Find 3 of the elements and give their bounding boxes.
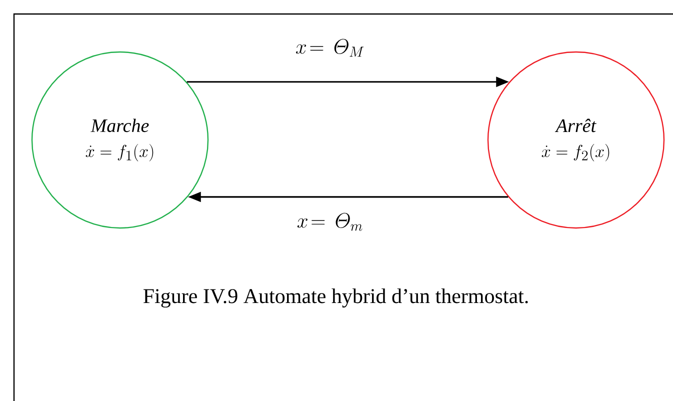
- edge-label: $x\!=\, \mathnormal{\Theta}_{m}$: [296, 212, 364, 232]
- edge-label: $x\!=\, \mathnormal{\Theta}_{M}$: [294, 38, 366, 58]
- caption: Figure IV.9 Automate hybrid d’un thermostat.: [143, 288, 528, 308]
